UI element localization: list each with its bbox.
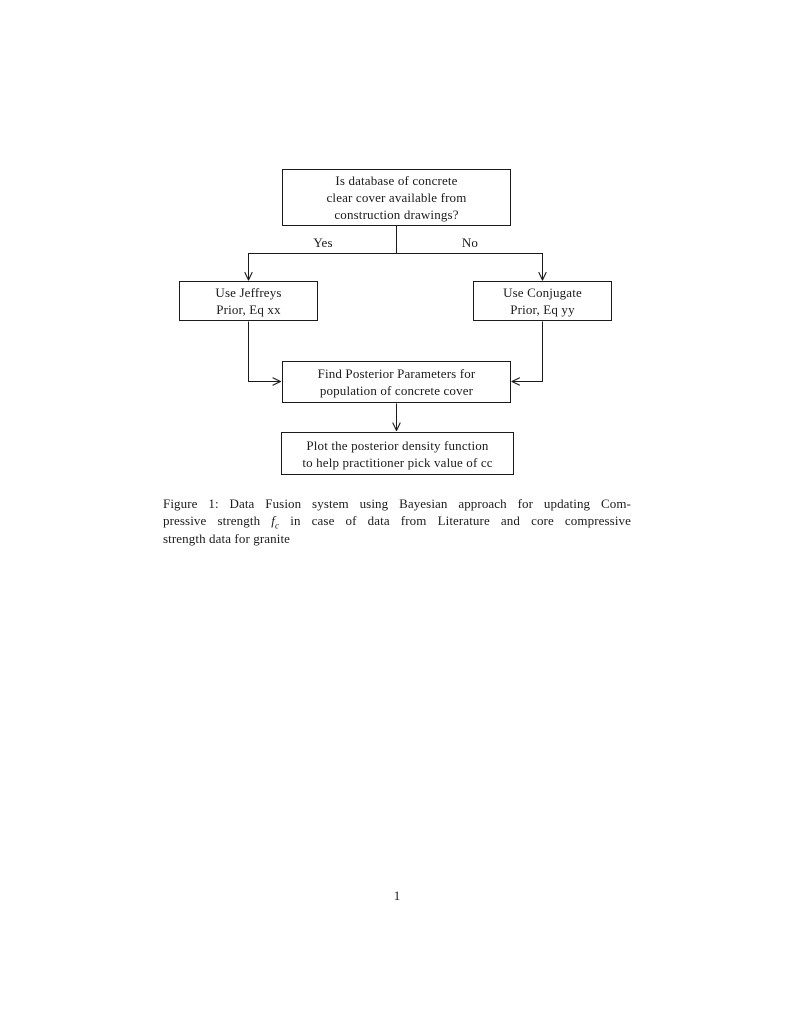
caption-line-2: pressive strength fc in case of data fro… bbox=[163, 512, 632, 531]
flow-node-conjugate-prior: Use Conjugate Prior, Eq yy bbox=[473, 281, 612, 321]
flow-node-question: Is database of concrete clear cover avai… bbox=[282, 169, 511, 226]
node-text-line: Use Jeffreys bbox=[215, 285, 282, 300]
caption-line-3: strength data for granite bbox=[163, 530, 291, 546]
connector-jeffreys-to-posterior bbox=[248, 321, 282, 386]
node-text-line: population of concrete cover bbox=[319, 383, 474, 398]
node-text-line: Prior, Eq yy bbox=[510, 302, 575, 317]
flow-node-plot-density: Plot the posterior density function to h… bbox=[281, 432, 514, 475]
flow-node-posterior-parameters: Find Posterior Parameters for population… bbox=[282, 361, 511, 403]
connector-conjugate-to-posterior bbox=[511, 321, 543, 386]
node-text-line: construction drawings? bbox=[334, 207, 459, 222]
node-text-line: clear cover available from bbox=[326, 190, 467, 205]
node-text-line: Use Conjugate bbox=[503, 285, 582, 300]
node-text-line: Prior, Eq xx bbox=[216, 302, 281, 317]
node-text-line: Find Posterior Parameters for bbox=[317, 366, 476, 381]
math-fc: fc bbox=[271, 513, 280, 531]
node-text-line: Plot the posterior density function bbox=[306, 437, 489, 453]
caption-line-1: Figure 1: Data Fusion system using Bayes… bbox=[163, 496, 631, 511]
node-text-line: to help practitioner pick value of cc bbox=[302, 454, 493, 470]
figure-caption: Figure 1: Data Fusion system using Bayes… bbox=[163, 495, 631, 547]
caption-text: pressive strength bbox=[163, 513, 261, 529]
flow-node-jeffreys-prior: Use Jeffreys Prior, Eq xx bbox=[179, 281, 318, 321]
node-text-line: Is database of concrete bbox=[335, 173, 458, 188]
edge-label-no: No bbox=[461, 235, 479, 250]
math-subscript-c: c bbox=[275, 520, 280, 531]
caption-text: in case of data from Literature and core… bbox=[290, 513, 632, 529]
page-number: 1 bbox=[393, 888, 401, 903]
math-symbol-f: f bbox=[271, 513, 276, 529]
edge-label-yes: Yes bbox=[313, 235, 333, 250]
